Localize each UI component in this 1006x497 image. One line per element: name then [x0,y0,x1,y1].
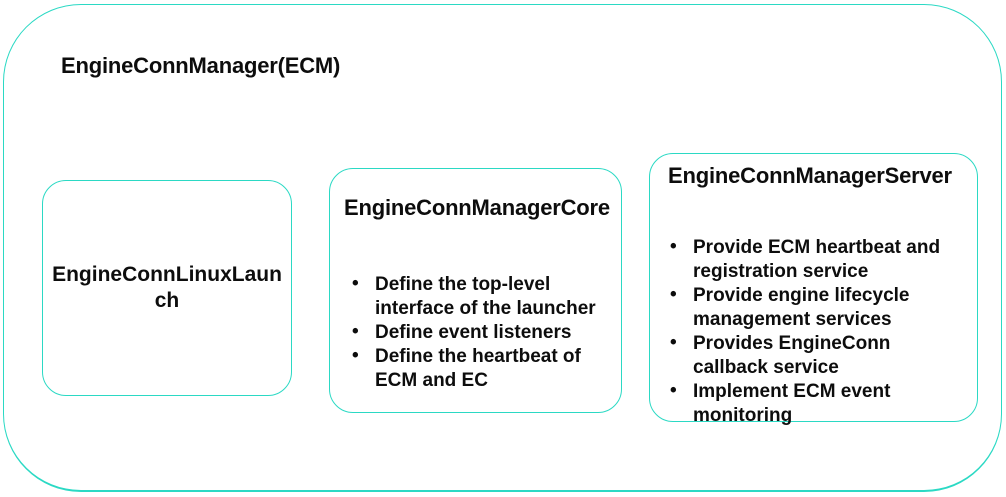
core-bullet-list: Define the top-level interface of the la… [342,272,611,393]
bullet-item: Define the heartbeat of ECM and EC [350,344,611,393]
bullet-item: Provide ECM heartbeat and registration s… [668,235,969,284]
bullet-item: Provide engine lifecycle management serv… [668,283,969,332]
box-engineconnmanagerserver: EngineConnManagerServer Provide ECM hear… [649,153,978,426]
bullet-item: Implement ECM event monitoring [668,379,969,428]
box-engineconnmanagercore: EngineConnManagerCore Define the top-lev… [329,168,622,413]
box-engineconnlinuxlaunch-title: EngineConnLinuxLaunch [52,262,282,312]
bullet-item: Provides EngineConn callback service [668,331,969,380]
bullet-item: Define the top-level interface of the la… [350,272,611,321]
bullet-item: Define event listeners [350,320,611,345]
server-bullet-list: Provide ECM heartbeat and registration s… [660,235,969,428]
box-engineconnlinuxlaunch: EngineConnLinuxLaunch [42,180,292,396]
ecm-container-box: EngineConnManager(ECM) EngineConnLinuxLa… [3,4,1002,492]
box-engineconnmanagercore-title: EngineConnManagerCore [344,195,610,220]
box-engineconnmanagerserver-title: EngineConnManagerServer [668,163,952,188]
diagram-title: EngineConnManager(ECM) [61,53,341,78]
